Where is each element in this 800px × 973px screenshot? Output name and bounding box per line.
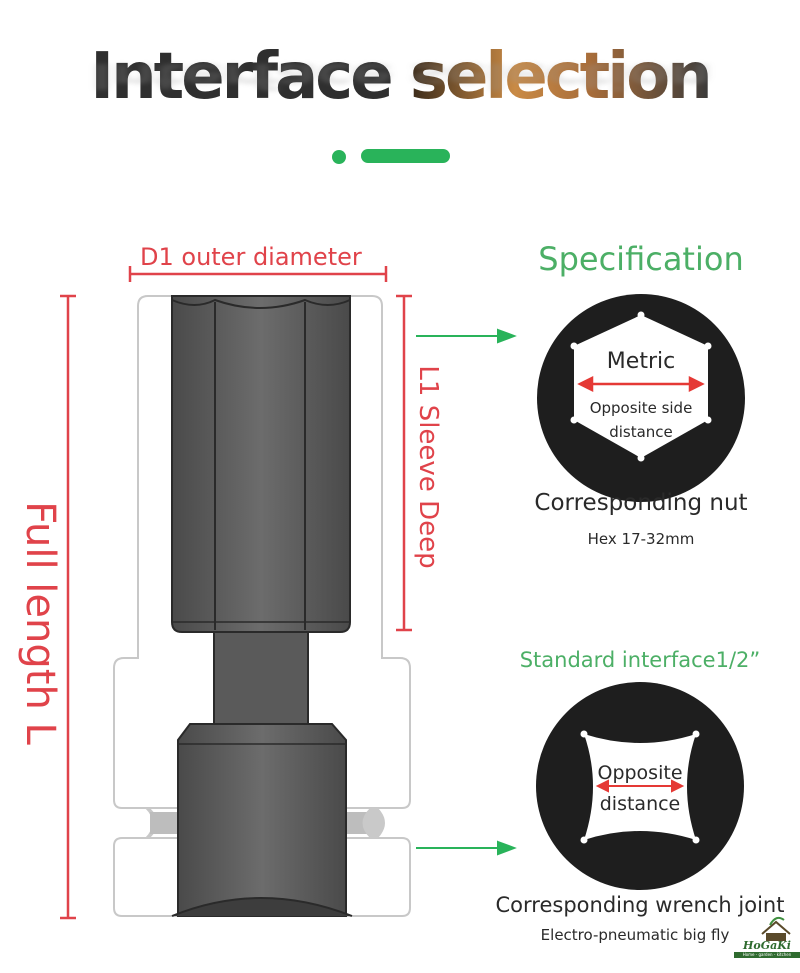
l1-label: L1 Sleeve Deep xyxy=(413,365,443,569)
interface-opposite-line2: distance xyxy=(599,793,681,815)
interface-opposite-label: Opposite distance xyxy=(580,758,700,820)
opposite-arrow xyxy=(595,779,685,793)
opposite-side-line1: Opposite side xyxy=(589,399,693,417)
specification-heading: Specification xyxy=(538,240,744,278)
interface-opposite-line1: Opposite xyxy=(597,762,683,784)
d1-dimension-line xyxy=(128,266,388,282)
arrow-to-spec xyxy=(416,328,517,344)
opposite-side-line2: distance xyxy=(609,423,673,441)
logo-house-icon xyxy=(761,916,791,941)
nut-range: Hex 17-32mm xyxy=(587,530,695,548)
title-accent-dot xyxy=(332,150,346,164)
shank xyxy=(213,631,309,725)
full-length-label: Full length L xyxy=(17,501,63,745)
hex-cavity xyxy=(171,295,351,633)
d1-label: D1 outer diameter xyxy=(140,243,362,271)
page-title: Interface selection xyxy=(90,40,712,114)
brand-logo: HoGaKi Home - garden - kitchen xyxy=(734,940,800,958)
interface-subcaption: Electro-pneumatic big fly xyxy=(540,926,730,944)
title-accent-bar xyxy=(361,149,450,163)
hex-nut-diagram xyxy=(537,294,745,502)
interface-heading: Standard interface1/2” xyxy=(519,648,761,672)
nut-caption: Corresponding nut xyxy=(534,490,748,516)
full-length-dimension-line xyxy=(60,294,76,920)
brand-name: HoGaKi xyxy=(743,939,791,952)
square-drive-diagram xyxy=(536,682,744,890)
square-drive xyxy=(171,723,353,917)
arrow-to-interface xyxy=(416,840,517,856)
brand-tagline: Home - garden - kitchen xyxy=(734,952,800,958)
opposite-side-label: Opposite side distance xyxy=(571,396,711,444)
metric-label: Metric xyxy=(606,349,676,374)
wrench-caption: Corresponding wrench joint xyxy=(495,893,785,917)
metric-arrow xyxy=(577,375,705,393)
l1-dimension-line xyxy=(396,294,412,632)
